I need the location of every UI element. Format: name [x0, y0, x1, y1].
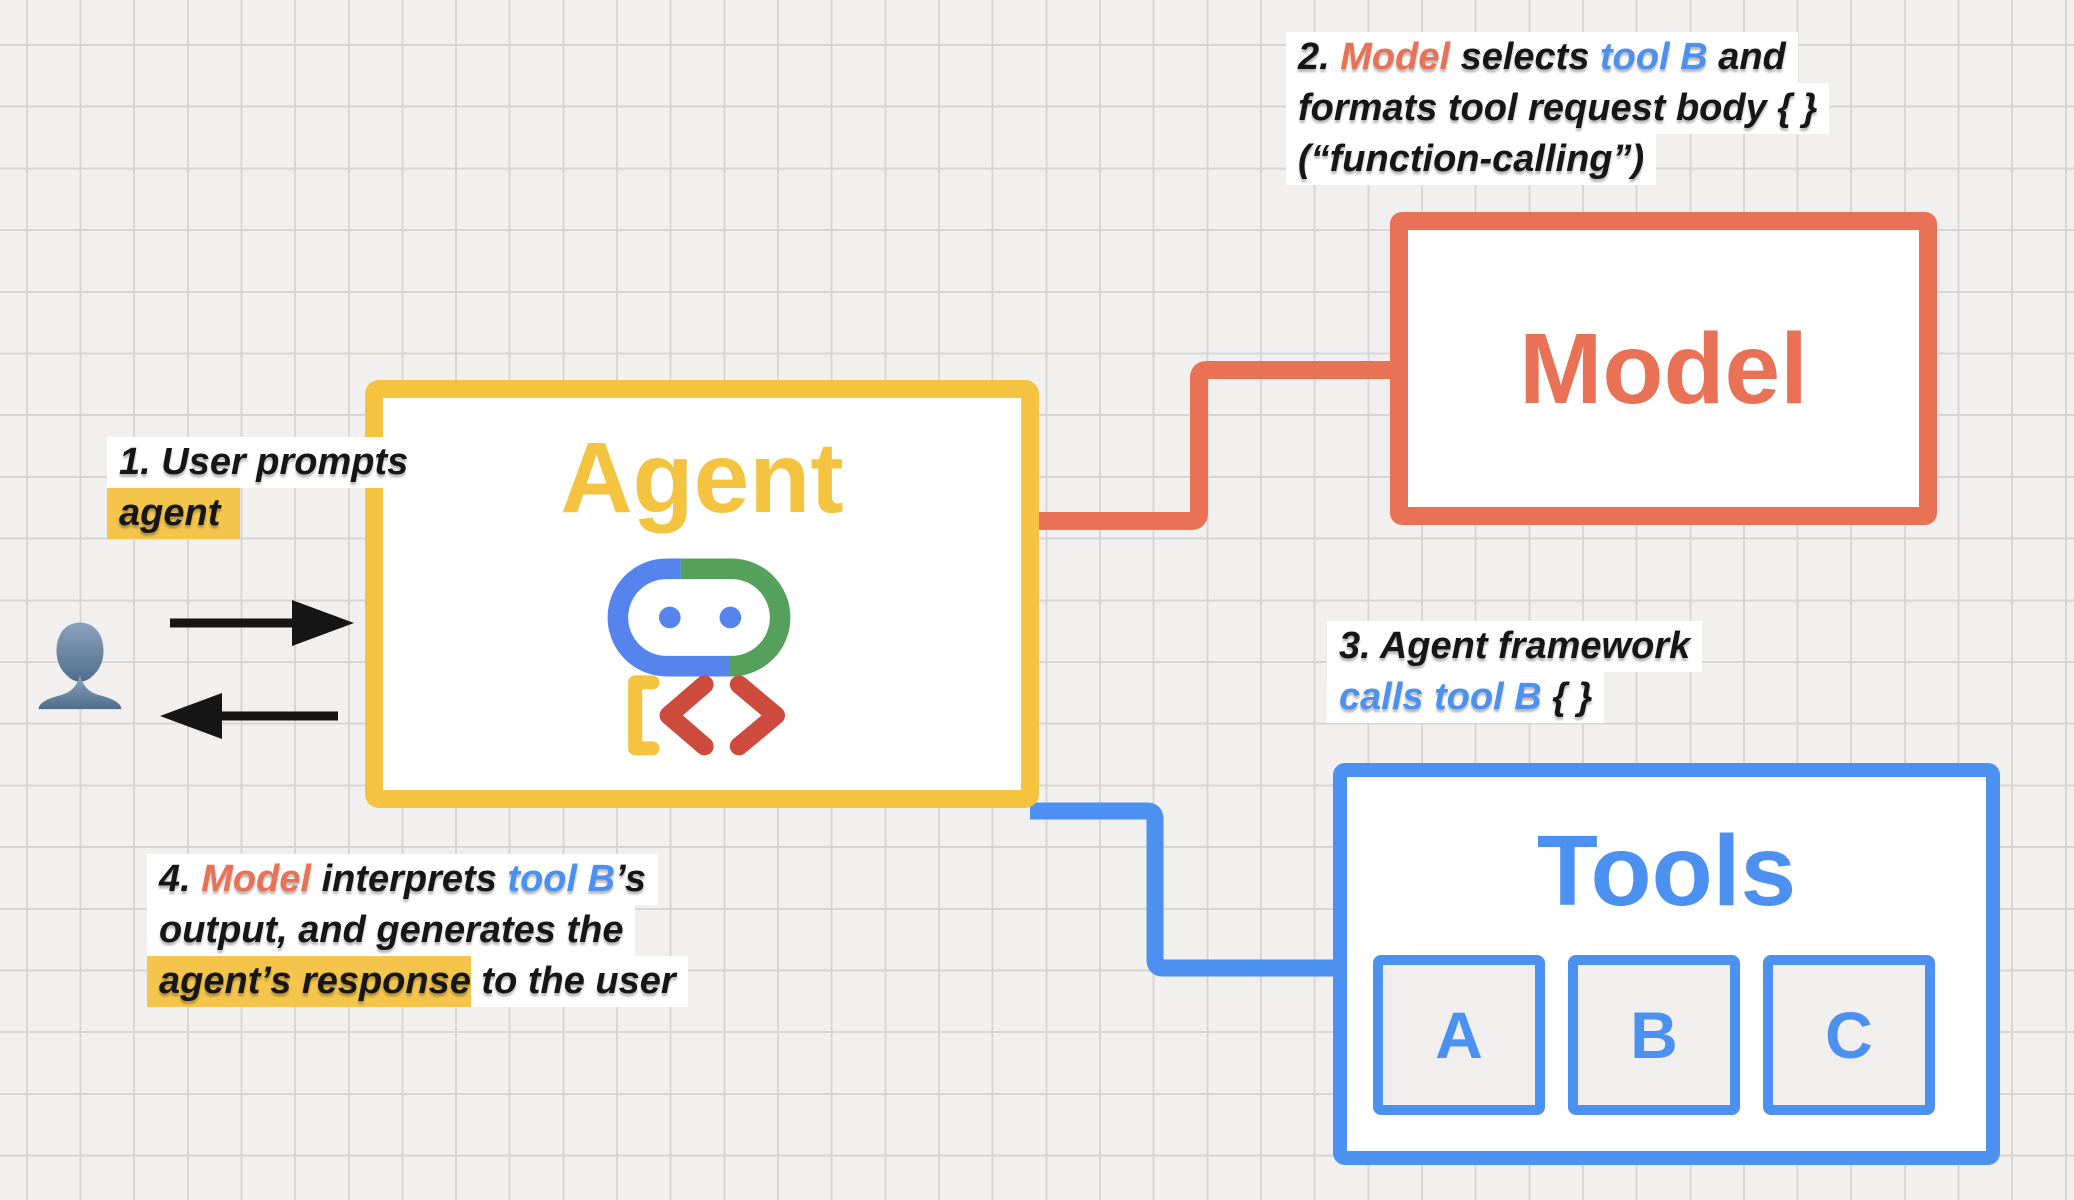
- user-silhouette-icon: [38, 622, 122, 710]
- annotation-text: 1. User prompts: [119, 441, 409, 483]
- connector-agent-model: [1036, 361, 1395, 530]
- annotation-text: output, and generates the: [159, 909, 624, 951]
- annotation-text: and: [1707, 36, 1786, 78]
- annotation-line: 2. Model selects tool B and: [1286, 32, 1798, 83]
- connector-agent-tools: [1030, 802, 1338, 977]
- annotation-step2: 2. Model selects tool B and formats tool…: [1286, 32, 1830, 185]
- annotation-line: 3. Agent framework: [1327, 621, 1703, 672]
- annotation-text: agent: [119, 492, 221, 534]
- annotation-step3: 3. Agent framework calls tool B { }: [1327, 621, 1703, 723]
- annotation-line: agent’s response to the user: [147, 956, 688, 1007]
- annotation-text-agents-response: agent’s response: [147, 956, 471, 1007]
- annotation-text: formats tool request body { }: [1298, 87, 1818, 129]
- tools-row: A B C: [1373, 955, 1935, 1115]
- annotation-text: 4.: [159, 858, 202, 900]
- annotation-line: formats tool request body { }: [1286, 83, 1830, 134]
- annotation-line: calls tool B { }: [1327, 672, 1605, 723]
- annotation-line: (“function-calling”): [1286, 134, 1657, 185]
- annotation-text: selects: [1450, 36, 1601, 78]
- model-box: Model: [1390, 212, 1937, 525]
- annotation-text: interprets: [311, 858, 508, 900]
- annotation-step4: 4. Model interprets tool B’s output, and…: [147, 854, 688, 1007]
- tools-title: Tools: [1536, 815, 1797, 927]
- annotation-line-highlight: agent: [107, 488, 241, 539]
- annotation-text: (“function-calling”): [1298, 138, 1645, 180]
- agent-box: Agent: [365, 380, 1039, 808]
- annotation-text: 2.: [1298, 36, 1341, 78]
- agent-robot-icon: [607, 558, 791, 756]
- tools-box: Tools A B C: [1333, 763, 2000, 1165]
- model-title: Model: [1519, 312, 1808, 425]
- annotation-text: { }: [1541, 676, 1593, 718]
- agent-title: Agent: [560, 422, 844, 534]
- annotation-line: 4. Model interprets tool B’s: [147, 854, 659, 905]
- annotation-text: 3. Agent framework: [1339, 625, 1691, 667]
- tool-c-box: C: [1763, 955, 1935, 1115]
- annotation-line: 1. User prompts: [107, 437, 421, 488]
- annotation-text-tool-b: tool B: [507, 858, 616, 900]
- annotation-text-calls-tool-b: calls tool B: [1339, 676, 1542, 718]
- annotation-step1: 1. User prompts agent: [107, 437, 421, 539]
- tool-a-box: A: [1373, 955, 1545, 1115]
- annotation-text-model: Model: [201, 858, 312, 900]
- annotation-text-model: Model: [1340, 36, 1451, 78]
- tool-b-box: B: [1568, 955, 1740, 1115]
- annotation-text: to the user: [470, 960, 676, 1002]
- arrow-left-icon: [160, 693, 338, 739]
- annotation-line: output, and generates the: [147, 905, 636, 956]
- annotation-text-tool-b: tool B: [1600, 36, 1708, 78]
- arrow-right-icon: [170, 600, 354, 646]
- annotation-text: ’s: [615, 858, 647, 900]
